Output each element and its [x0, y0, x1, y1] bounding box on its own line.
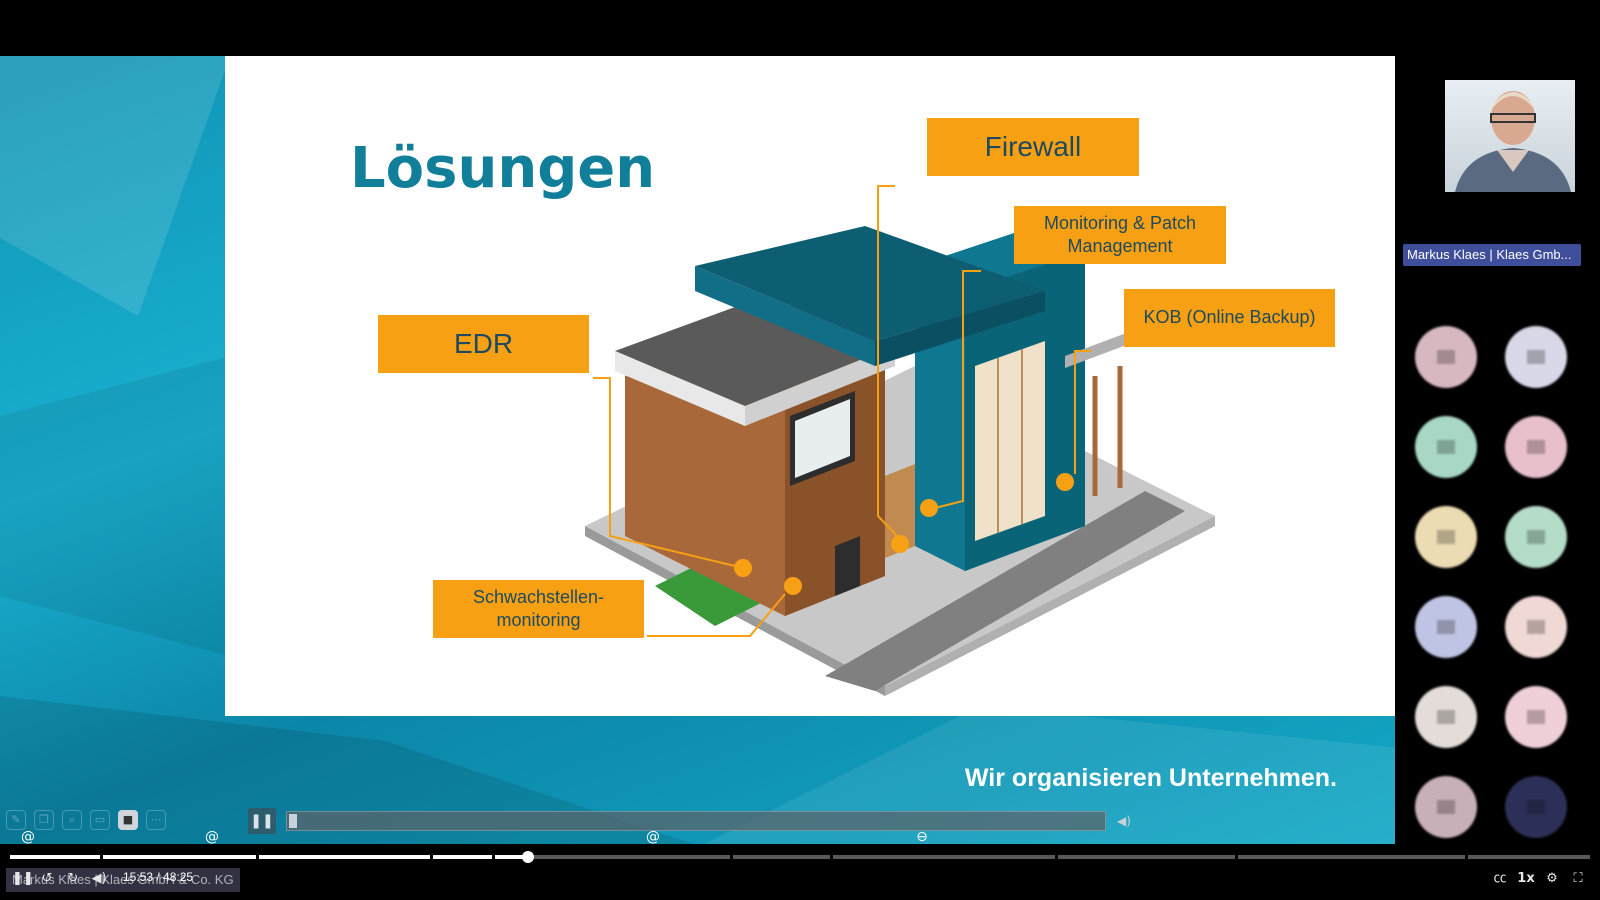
playback-timeline[interactable] — [10, 851, 1590, 863]
chapter-divider — [100, 854, 103, 860]
player-controls: Markus Klaes | Klaes GmbH & Co. KG ❚❚ ↺ … — [0, 862, 1600, 900]
background-facet — [0, 56, 230, 316]
camera-icon[interactable]: ■ — [118, 810, 138, 830]
presenter-overlay-label: Markus Klaes | Klaes GmbH & Co. KG — [6, 868, 240, 892]
background-facet — [0, 356, 230, 656]
embedded-volume-icon[interactable]: ◀) — [1117, 814, 1131, 828]
timeline-chapter-marker[interactable]: ⊖ — [916, 829, 928, 845]
participant-tile[interactable] — [1415, 596, 1477, 658]
slide-title: Lösungen — [350, 136, 656, 201]
speaker-name-label: Markus Klaes | Klaes Gmb... — [1403, 244, 1581, 266]
slide-tagline: Wir organisieren Unternehmen. — [964, 764, 1337, 792]
slide: Lösungen — [225, 56, 1395, 716]
chapter-divider — [1465, 854, 1468, 860]
house-illustration — [585, 185, 1215, 696]
chapter-divider — [1055, 854, 1058, 860]
pen-icon[interactable]: ✎ — [6, 810, 26, 830]
callout-edr: EDR — [378, 315, 589, 373]
callout-online-backup: KOB (Online Backup) — [1124, 289, 1335, 347]
participant-tile[interactable] — [1505, 686, 1567, 748]
captions-icon[interactable]: ㏄ — [1493, 871, 1507, 886]
participant-tile[interactable] — [1415, 686, 1477, 748]
more-icon[interactable]: ⋯ — [146, 810, 166, 830]
embedded-media-controls: ❚❚ ◀) — [248, 808, 1148, 838]
participants-panel: Markus Klaes | Klaes Gmb... — [1395, 0, 1600, 844]
window-icon[interactable]: ▭ — [90, 810, 110, 830]
timeline-progress — [10, 855, 529, 859]
timeline-comment-marker[interactable]: @ — [646, 829, 660, 845]
rewind-icon[interactable]: ↺ — [41, 871, 53, 886]
chapter-divider — [1235, 854, 1238, 860]
timeline-scrubber[interactable] — [522, 851, 535, 863]
volume-icon[interactable]: ◀) — [91, 871, 107, 886]
annotation-toolbar: ✎ ❐ ⌕ ▭ ■ ⋯ — [6, 810, 166, 830]
embedded-progress-track[interactable] — [286, 811, 1106, 831]
speaker-silhouette-icon — [1455, 91, 1571, 192]
settings-gear-icon[interactable]: ⚙ — [1546, 871, 1558, 886]
chapter-divider — [830, 854, 833, 860]
participant-tile[interactable] — [1505, 326, 1567, 388]
zoom-icon[interactable]: ⌕ — [62, 810, 82, 830]
chapter-divider — [492, 854, 495, 860]
forward-icon[interactable]: ↻ — [67, 871, 79, 886]
callout-monitoring: Monitoring & Patch Management — [1014, 206, 1226, 264]
chapter-divider — [256, 854, 259, 860]
participant-tile[interactable] — [1505, 596, 1567, 658]
speaker-video[interactable] — [1445, 80, 1575, 192]
time-readout: 15:53 / 48:25 — [123, 870, 194, 884]
participant-tile[interactable] — [1415, 326, 1477, 388]
playback-speed-button[interactable]: 1x — [1517, 871, 1535, 886]
timeline-comment-marker[interactable]: @ — [21, 829, 35, 845]
participant-tile[interactable] — [1505, 776, 1567, 838]
chapter-divider — [430, 854, 433, 860]
presentation-stage: Lösungen — [0, 56, 1395, 844]
timeline-comment-marker[interactable]: @ — [205, 829, 219, 845]
chapter-divider — [730, 854, 733, 860]
embedded-progress-fill — [289, 814, 297, 828]
callout-vulnerability-monitoring: Schwachstellen-monitoring — [433, 580, 644, 638]
participant-tile[interactable] — [1415, 776, 1477, 838]
participant-tile[interactable] — [1415, 416, 1477, 478]
copy-icon[interactable]: ❐ — [34, 810, 54, 830]
fullscreen-icon[interactable]: ⛶ — [1573, 871, 1583, 886]
embedded-pause-button[interactable]: ❚❚ — [248, 808, 276, 834]
callout-firewall: Firewall — [927, 118, 1139, 176]
participant-tile[interactable] — [1505, 416, 1567, 478]
pause-icon[interactable]: ❚❚ — [12, 871, 34, 886]
participant-tile[interactable] — [1415, 506, 1477, 568]
participant-tile[interactable] — [1505, 506, 1567, 568]
